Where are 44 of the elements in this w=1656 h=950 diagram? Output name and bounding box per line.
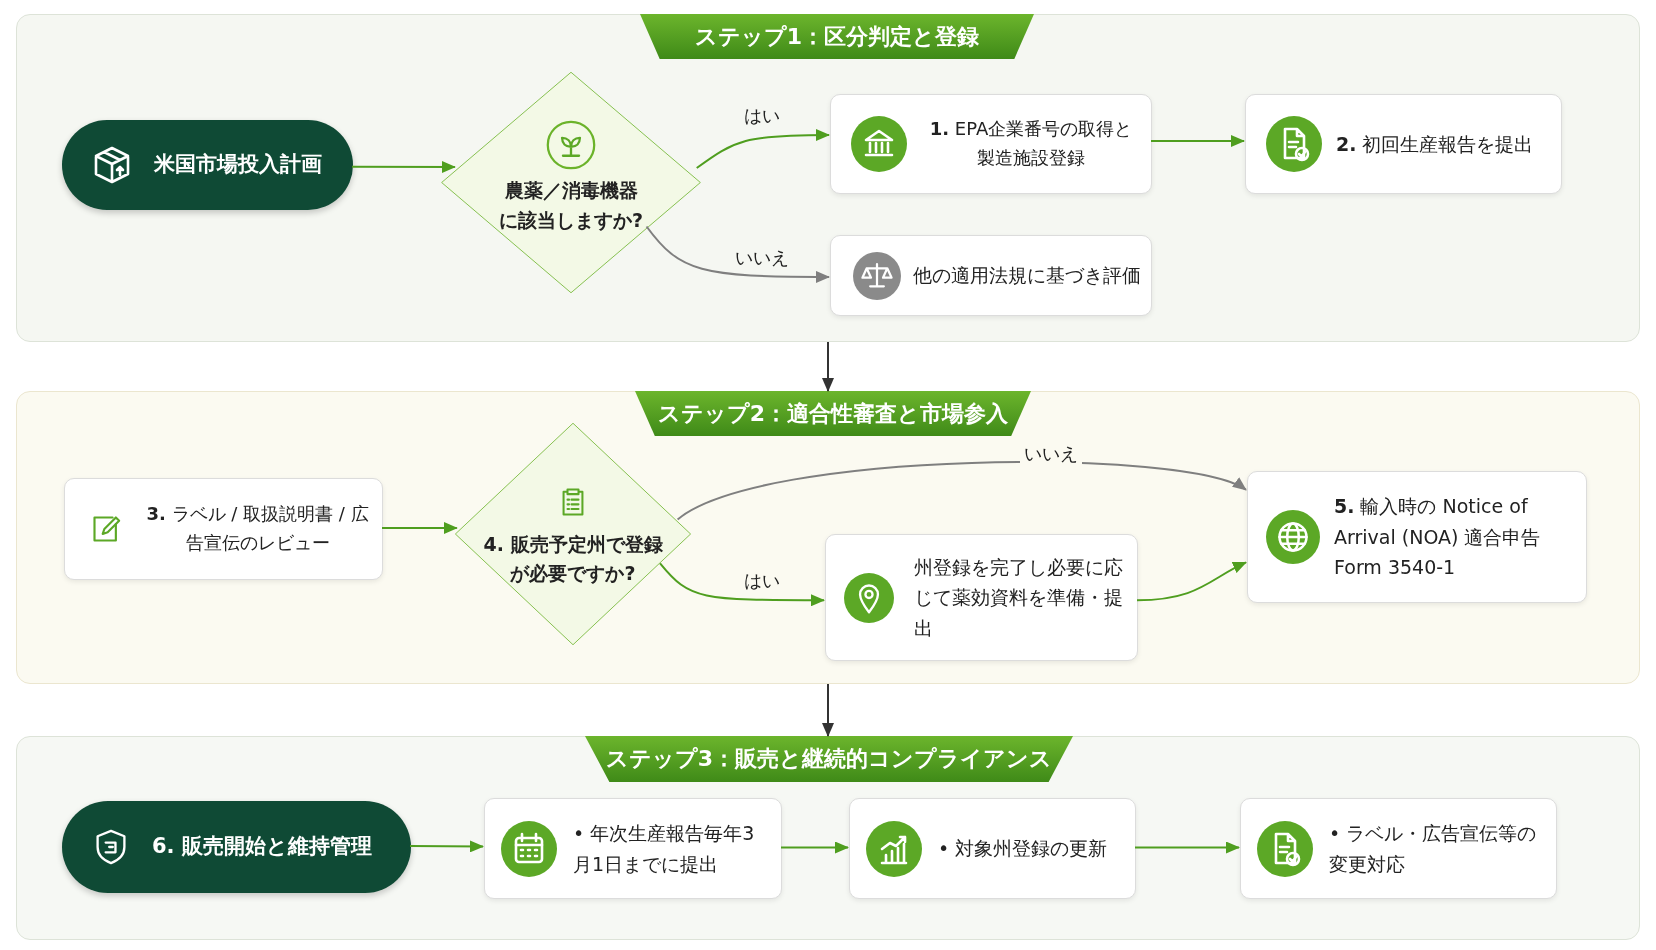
process-box xyxy=(1245,94,1562,194)
step-label: 6. 販売開始と維持管理 xyxy=(152,833,373,861)
step-label: • 年次生産報告毎年3月1日までに提出 xyxy=(573,821,756,877)
arrow xyxy=(1134,841,1240,854)
section-panel xyxy=(16,14,1640,342)
arrow xyxy=(409,840,484,853)
process-box xyxy=(830,235,1152,316)
process-box xyxy=(1247,471,1587,603)
process-box xyxy=(64,478,383,580)
arrow xyxy=(1136,561,1247,602)
process-box xyxy=(484,798,782,899)
arrow xyxy=(822,683,834,737)
step-label: 1. EPA企業番号の取得と製造施設登録 xyxy=(928,117,1134,170)
decision-question: 農薬／消毒機器に該当しますか? xyxy=(498,178,644,233)
arrow xyxy=(659,562,825,607)
arrow xyxy=(676,461,1247,521)
arrow xyxy=(780,841,849,854)
arrow xyxy=(1150,135,1245,147)
step-label: 米国市場投入計画 xyxy=(154,151,323,179)
arrow xyxy=(645,225,830,283)
step-label: • 対象州登録の更新 xyxy=(938,836,1109,862)
arrow xyxy=(822,341,834,392)
process-box xyxy=(849,798,1136,899)
step-label: 3. ラベル / 取扱説明書 / 広告宣伝のレビュー xyxy=(145,502,370,555)
start-terminal xyxy=(62,801,411,893)
process-box xyxy=(1240,798,1557,899)
section-panel xyxy=(16,391,1640,684)
step-label: • ラベル・広告宣伝等の変更対応 xyxy=(1329,821,1538,877)
decision-diamond xyxy=(439,70,703,295)
step-label: 州登録を完了し必要に応じて薬効資料を準備・提出 xyxy=(914,554,1124,641)
step-heading: ステップ1：区分判定と登録 xyxy=(640,14,1034,59)
decision-question: 4. 販売予定州で登録が必要ですか? xyxy=(482,531,664,586)
process-box xyxy=(830,94,1152,194)
arrow xyxy=(381,522,458,534)
arrow xyxy=(695,129,830,169)
step-label: 2. 初回生産報告を提出 xyxy=(1336,131,1535,157)
process-box xyxy=(825,534,1138,661)
step-label: 5. 輸入時の Notice of Arrival (NOA) 適合申告 Form 3540-1 xyxy=(1334,494,1542,581)
section-panel xyxy=(16,736,1640,940)
step-heading: ステップ3：販売と継続的コンプライアンス xyxy=(585,736,1073,782)
arrow xyxy=(351,161,456,174)
step-heading: ステップ2：適合性審査と市場参入 xyxy=(635,391,1031,436)
start-terminal xyxy=(62,120,353,210)
step-label: 他の適用法規に基づき評価 xyxy=(913,263,1141,289)
